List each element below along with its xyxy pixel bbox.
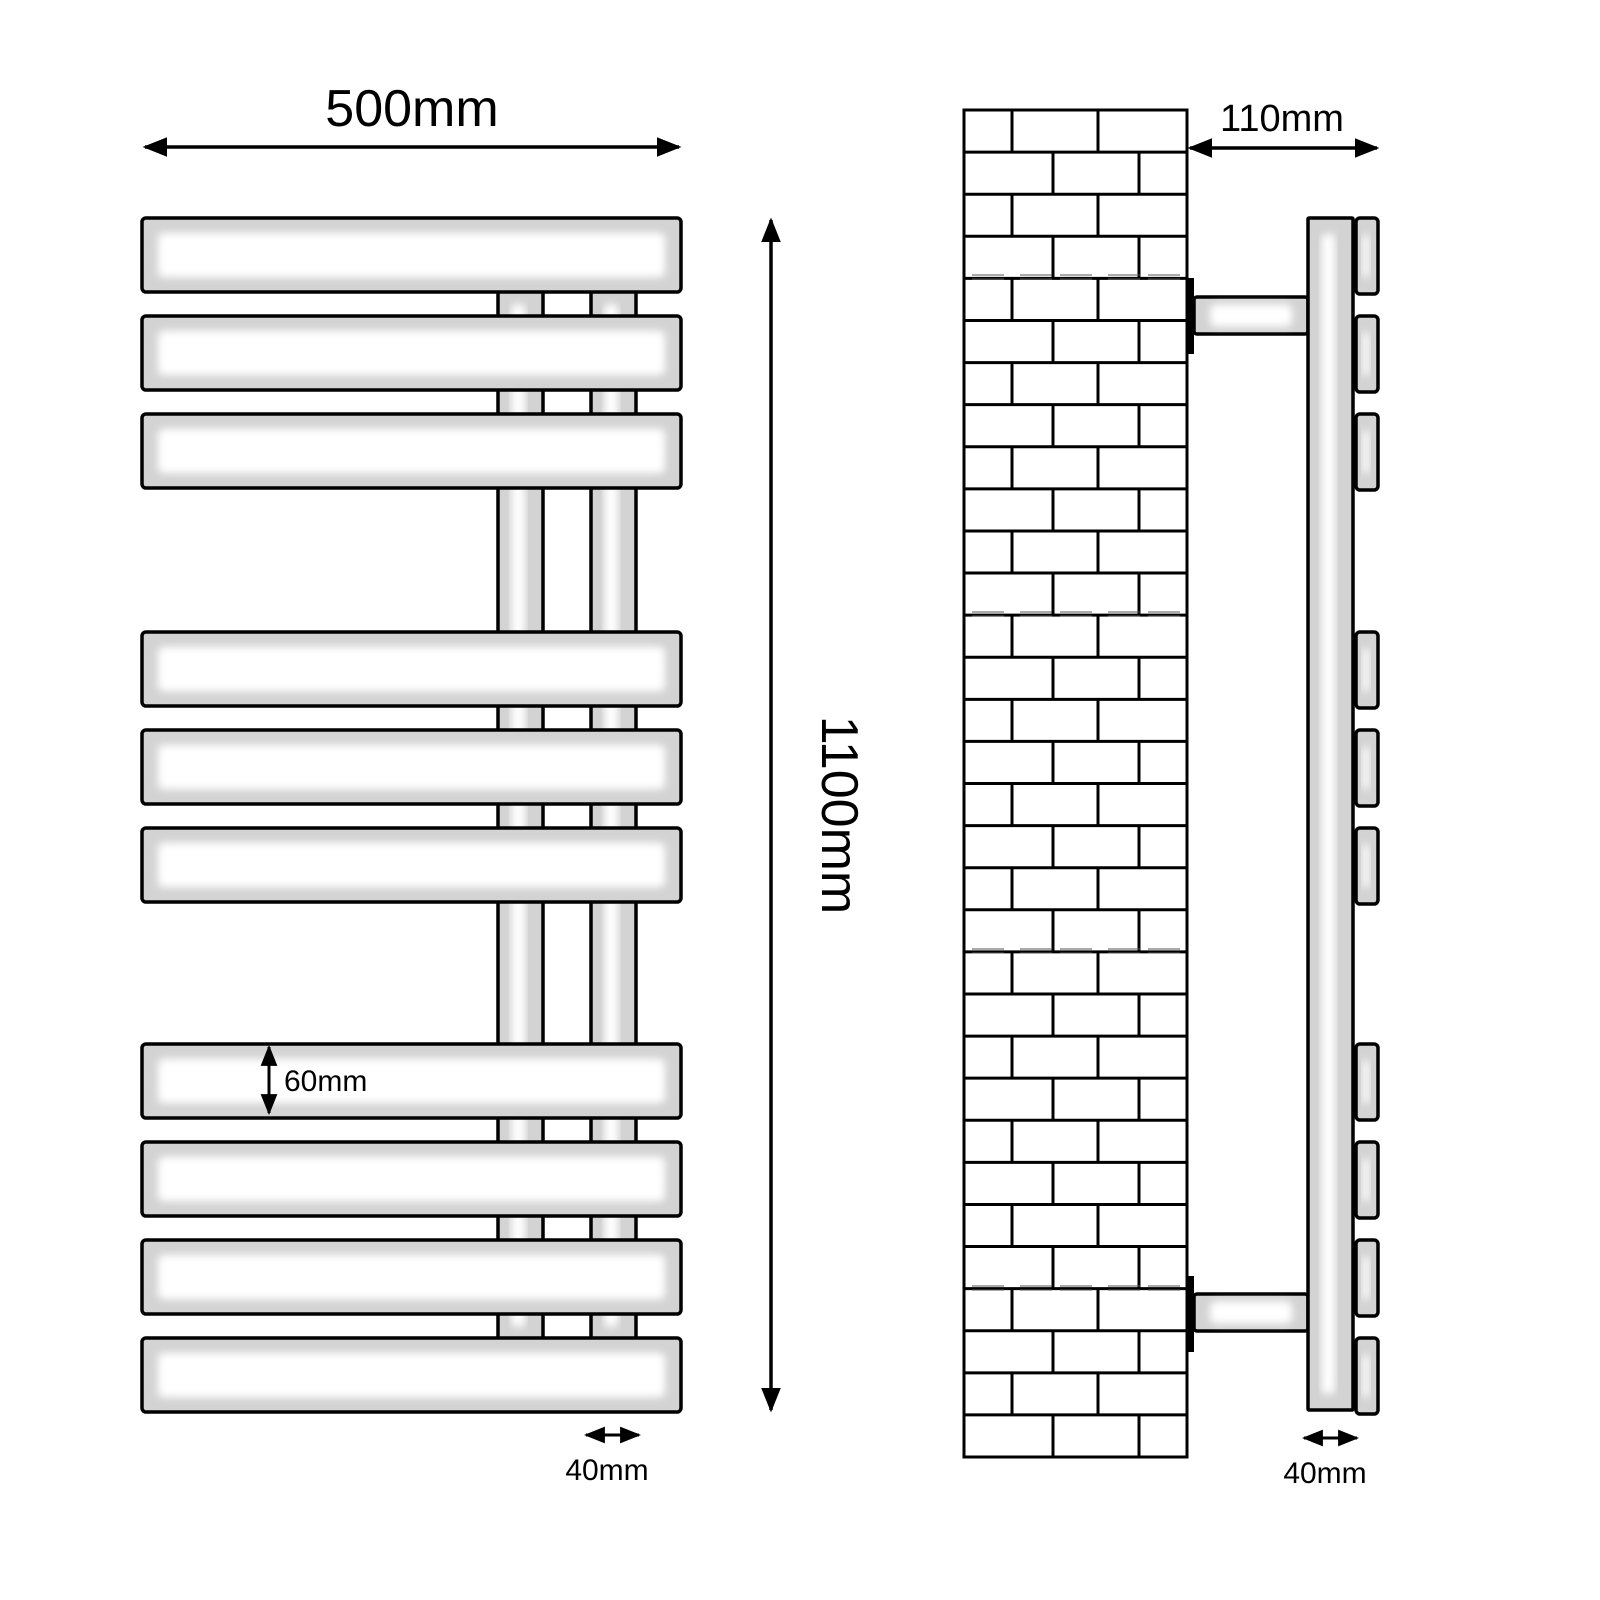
bracket-arm-highlight [1210, 1301, 1292, 1324]
side-bar-8 [1354, 1140, 1380, 1220]
side-bar-1 [1354, 216, 1380, 296]
height-label: 1100mm [810, 716, 868, 914]
towel-bar-7 [140, 1042, 683, 1120]
side-bar-5 [1354, 728, 1380, 808]
width-label: 500mm [325, 80, 498, 138]
wall-bracket-2 [1187, 1276, 1310, 1352]
bracket-arm [1192, 1292, 1310, 1333]
towel-bar-3-highlight [158, 428, 665, 474]
towel-bar-8-highlight [158, 1156, 665, 1202]
front-view [140, 216, 683, 1414]
side-column-highlight [1321, 234, 1335, 1394]
side-bar-5-highlight [1362, 746, 1370, 790]
side-bar-7 [1354, 1042, 1380, 1122]
towel-bar-2-highlight [158, 330, 665, 376]
side-bar-3-highlight [1362, 430, 1370, 474]
side-bar-6-highlight [1362, 844, 1370, 888]
bracket-arm [1192, 295, 1310, 336]
towel-bar-8 [140, 1140, 683, 1218]
side-bar-10-highlight [1362, 1354, 1370, 1398]
towel-bar-3 [140, 412, 683, 490]
towel-bar-7-highlight [158, 1058, 665, 1104]
towel-bar-6-highlight [158, 842, 665, 888]
side-bar-10 [1354, 1336, 1380, 1416]
towel-bar-5-highlight [158, 744, 665, 790]
brick-wall [962, 108, 1189, 1459]
bracket-plate [1187, 1276, 1194, 1352]
side-bar-2-highlight [1362, 332, 1370, 376]
towel-bar-10 [140, 1336, 683, 1414]
side-bar-2 [1354, 314, 1380, 394]
side-bar-9-highlight [1362, 1256, 1370, 1300]
side-bar-4-highlight [1362, 648, 1370, 692]
towel-bar-1 [140, 216, 683, 294]
side-bar-4 [1354, 630, 1380, 710]
side-bar-3 [1354, 412, 1380, 492]
side-depth-label: 40mm [1283, 1457, 1366, 1490]
projection-label: 110mm [1220, 98, 1344, 140]
side-bar-8-highlight [1362, 1158, 1370, 1202]
towel-bar-5 [140, 728, 683, 806]
side-bar-6 [1354, 826, 1380, 906]
bracket-arm-highlight [1210, 304, 1292, 327]
side-bar-1-highlight [1362, 234, 1370, 278]
towel-bar-2 [140, 314, 683, 392]
pipe-depth-label: 40mm [565, 1454, 648, 1487]
towel-bar-9 [140, 1238, 683, 1316]
towel-bar-10-highlight [158, 1352, 665, 1398]
bracket-plate [1187, 278, 1194, 354]
side-column [1306, 216, 1355, 1412]
towel-bar-4-highlight [158, 646, 665, 692]
side-bar-7-highlight [1362, 1060, 1370, 1104]
towel-bar-1-highlight [158, 232, 665, 278]
side-bar-9 [1354, 1238, 1380, 1318]
wall-bracket-1 [1187, 278, 1310, 354]
side-view [962, 108, 1380, 1459]
towel-bar-4 [140, 630, 683, 708]
towel-bar-9-highlight [158, 1254, 665, 1300]
towel-bar-6 [140, 826, 683, 904]
bar-height-label: 60mm [284, 1065, 367, 1098]
